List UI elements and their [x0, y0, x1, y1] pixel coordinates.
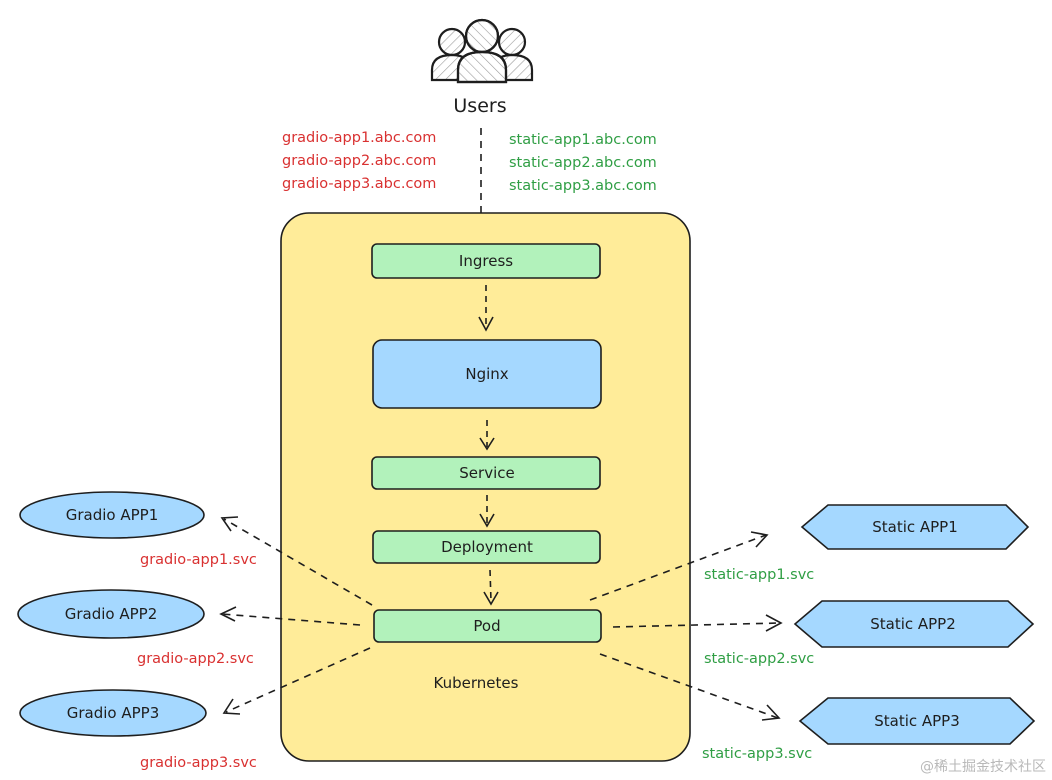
ingress-label: Ingress — [459, 252, 513, 270]
nginx-label: Nginx — [465, 365, 508, 383]
gradio-svc-1: gradio-app1.svc — [140, 552, 257, 568]
gradio-app1-node[interactable] — [19, 491, 205, 539]
users-icon — [430, 18, 534, 84]
static-app1-label: Static APP1 — [872, 518, 958, 536]
gradio-app2-label: Gradio APP2 — [65, 605, 158, 623]
gradio-app1-label: Gradio APP1 — [66, 506, 159, 524]
service-box[interactable] — [371, 456, 601, 490]
gradio-domain-3: gradio-app3.abc.com — [282, 176, 436, 192]
arrow-pod-gradio1 — [220, 516, 373, 606]
arrow-pod-static1 — [589, 531, 769, 601]
gradio-svc-3: gradio-app3.svc — [140, 755, 257, 771]
users-label: Users — [453, 95, 506, 117]
gradio-domain-1: gradio-app1.abc.com — [282, 130, 436, 146]
deployment-box[interactable] — [372, 530, 601, 564]
static-domain-3: static-app3.abc.com — [509, 178, 657, 194]
static-domain-1: static-app1.abc.com — [509, 132, 657, 148]
static-app1-node[interactable] — [800, 504, 1030, 550]
static-svc-1: static-app1.svc — [704, 567, 814, 583]
static-app2-label: Static APP2 — [870, 615, 956, 633]
ingress-box[interactable] — [371, 243, 601, 279]
service-label: Service — [459, 464, 514, 482]
static-app3-label: Static APP3 — [874, 712, 960, 730]
arrow-pod-static2 — [612, 614, 783, 632]
gradio-app3-label: Gradio APP3 — [67, 704, 160, 722]
pod-box[interactable] — [373, 609, 602, 643]
arrow-pod-static3 — [599, 653, 781, 721]
gradio-domain-2: gradio-app2.abc.com — [282, 153, 436, 169]
pod-label: Pod — [473, 617, 500, 635]
arrow-pod-gradio3 — [222, 647, 371, 715]
arrow-pod-gradio2 — [219, 606, 361, 626]
static-domain-2: static-app2.abc.com — [509, 155, 657, 171]
static-app3-node[interactable] — [798, 697, 1036, 745]
arrow-deployment-pod — [483, 569, 499, 606]
arrow-service-deployment — [479, 495, 495, 528]
arrow-nginx-service — [479, 420, 495, 451]
static-svc-3: static-app3.svc — [702, 746, 812, 762]
static-svc-2: static-app2.svc — [704, 651, 814, 667]
gradio-svc-2: gradio-app2.svc — [137, 651, 254, 667]
watermark: @稀土掘金技术社区 — [920, 759, 1046, 775]
arrow-ingress-nginx — [478, 285, 494, 332]
gradio-app2-node[interactable] — [17, 589, 205, 639]
kubernetes-label: Kubernetes — [434, 674, 519, 692]
gradio-app3-node[interactable] — [19, 689, 207, 737]
nginx-box[interactable] — [372, 339, 602, 409]
static-app2-node[interactable] — [793, 600, 1035, 648]
deployment-label: Deployment — [441, 538, 533, 556]
